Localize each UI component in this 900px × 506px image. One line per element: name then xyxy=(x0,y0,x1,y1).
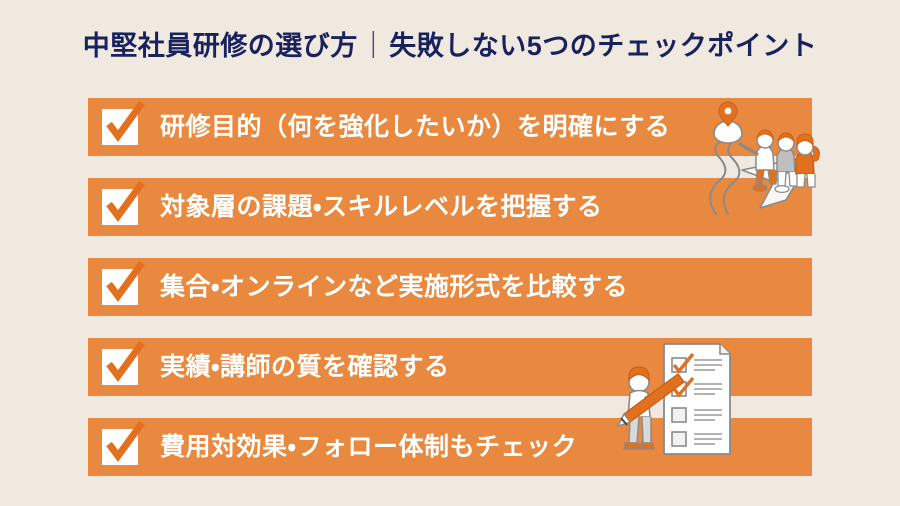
checklist-item-label: 研修目的（何を強化したいか）を明確にする xyxy=(160,112,671,141)
checklist-item-label: 対象層の課題・スキルレベルを把握する xyxy=(160,192,603,221)
checklist-item-2[interactable]: 対象層の課題・スキルレベルを把握する xyxy=(88,178,812,236)
page-title-text: 中堅社員研修の選び方｜失敗しない5つのチェックポイント xyxy=(83,30,818,62)
checkbox-checked-icon[interactable] xyxy=(102,100,145,145)
checkbox-checked-icon[interactable] xyxy=(102,420,145,465)
page-title-separator: ｜ xyxy=(359,31,388,61)
checkbox-checked-icon[interactable] xyxy=(102,260,145,305)
page-title-main: 中堅社員研修の選び方 xyxy=(82,31,358,61)
checkbox-checked-icon[interactable] xyxy=(102,180,145,225)
checklist-item-5[interactable]: 費用対効果・フォロー体制もチェック xyxy=(88,418,812,476)
checklist-item-3[interactable]: 集合・オンラインなど実施形式を比較する xyxy=(88,258,812,316)
checklist: 研修目的（何を強化したいか）を明確にする 対象層の課題・スキルレベルを把握する … xyxy=(88,98,812,476)
checklist-item-4[interactable]: 実績・講師の質を確認する xyxy=(88,338,812,396)
checkbox-checked-icon[interactable] xyxy=(102,340,145,385)
checklist-item-label: 集合・オンラインなど実施形式を比較する xyxy=(160,272,629,301)
checklist-item-1[interactable]: 研修目的（何を強化したいか）を明確にする xyxy=(88,98,812,156)
checklist-item-label: 費用対効果・フォロー体制もチェック xyxy=(160,432,578,461)
page-title: 中堅社員研修の選び方｜失敗しない5つのチェックポイント xyxy=(0,30,900,62)
page-title-sub: 失敗しない5つのチェックポイント xyxy=(389,31,818,61)
checklist-item-label: 実績・講師の質を確認する xyxy=(160,352,450,381)
